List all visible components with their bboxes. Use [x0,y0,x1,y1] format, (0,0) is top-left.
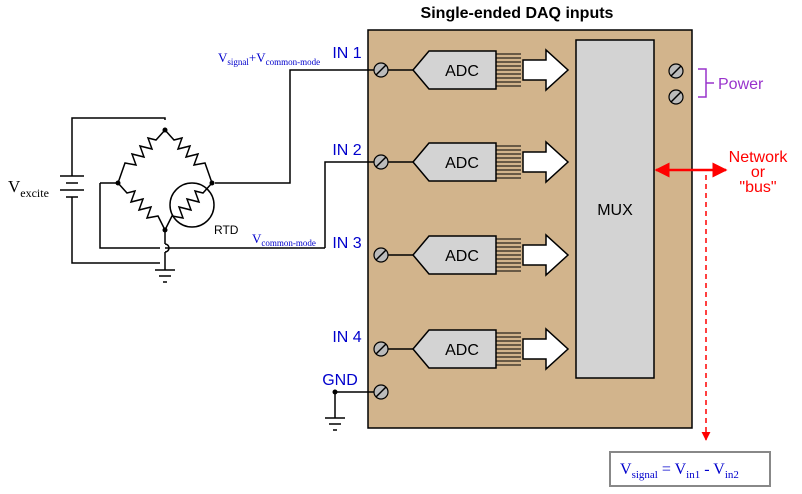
bridge-node-top [162,127,168,133]
terminal-slot-in1 [375,64,387,76]
in1-signal-v1: V [218,50,228,65]
terminal-slot-in3 [375,249,387,261]
mux-block [575,39,655,379]
data-arrow-4 [522,327,570,371]
gnd-label: GND [322,372,358,389]
in1-signal-label: Vsignal+Vcommon-mode [218,50,320,67]
formula-v1: V [675,461,687,478]
power-terminal-1 [668,63,684,79]
adc-label-2: ADC [445,155,479,172]
formula-eq: = [658,461,675,478]
external-wiring [60,69,374,283]
power-bracket [698,68,714,98]
power-label: Power [718,76,764,93]
in1-signal-v2: V [256,50,266,65]
resistor-top-left [117,129,166,184]
data-arrow-2 [522,140,570,184]
data-arrow-1 [522,48,570,92]
adc-label-1: ADC [445,63,479,80]
gnd-wire [325,391,374,431]
formula-v2: V [713,461,725,478]
rtd-leg [164,182,213,231]
terminal-slot-in4 [375,343,387,355]
in3-signal-v: V [252,231,262,246]
data-arrow-3 [522,233,570,277]
adc-label-4: ADC [445,342,479,359]
formula-text: Vsignal = Vin1 - Vin2 [620,461,739,481]
vexcite-label: Vexcite [8,177,49,200]
in1-label: IN 1 [332,45,361,62]
in1-signal-plus: + [249,50,256,65]
formula-v: V [620,461,632,478]
terminal-slot-in2 [375,156,387,168]
diagram-title: Single-ended DAQ inputs [421,5,614,22]
gnd-junction [332,389,338,395]
network-label-line3: "bus" [739,179,776,196]
formula-minus: - [700,461,713,478]
in1-signal-sub2: common-mode [266,57,321,67]
in3-signal-label: Vcommon-mode [252,231,316,248]
in4-label: IN 4 [332,329,361,346]
gnd-terminal [373,384,389,400]
formula-sub-in1: in1 [686,469,700,481]
resistor-top-right [164,129,213,184]
resistor-bottom-left [117,182,166,231]
rtd-circle [169,182,215,228]
network-label-line2: or [751,164,766,181]
bridge-node-left [115,180,121,186]
rtd-label: RTD [214,223,239,237]
power-terminal-2 [668,89,684,105]
in3-signal-sub: common-mode [261,238,316,248]
vexcite-main: V [8,177,21,196]
mux-label: MUX [597,202,633,219]
formula-sub-in2: in2 [725,469,739,481]
bridge-node-right [209,180,215,186]
adc-label-3: ADC [445,248,479,265]
in1-signal-sub1: signal [227,57,249,67]
vexcite-sub: excite [20,186,49,200]
bridge-node-bottom [162,227,168,233]
formula-sub-signal: signal [632,469,658,481]
channel-group: ADC ADC ADC ADC [373,48,570,371]
formula-box [609,451,771,487]
network-label-line1: Network [729,149,789,166]
wheatstone-bridge [117,129,213,231]
in2-label: IN 2 [332,142,361,159]
in3-label: IN 3 [332,235,361,252]
